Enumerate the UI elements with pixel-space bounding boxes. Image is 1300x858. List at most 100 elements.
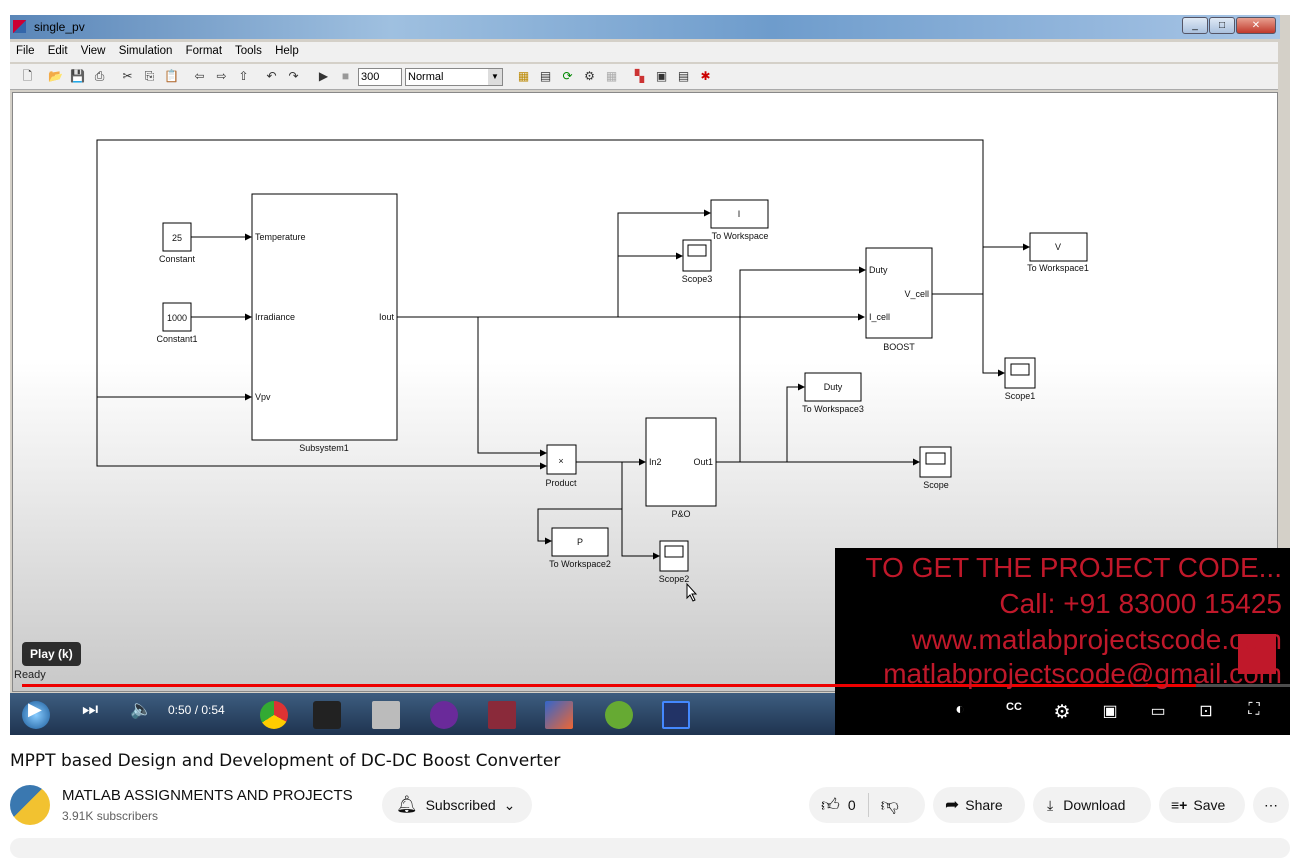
- subscribe-button[interactable]: 🔔︎ Subscribed ⌄: [382, 787, 532, 823]
- explorer-icon[interactable]: ▣: [655, 69, 668, 83]
- chip-app-icon[interactable]: [313, 701, 341, 729]
- description-box[interactable]: [10, 838, 1290, 858]
- cut-icon[interactable]: ✂: [122, 69, 133, 83]
- theater-mode-icon[interactable]: ▭: [1150, 703, 1166, 720]
- fullscreen-icon[interactable]: ⛶: [1248, 701, 1260, 718]
- minimize-button[interactable]: _: [1182, 17, 1208, 34]
- purple-app-icon[interactable]: [430, 701, 458, 729]
- like-button[interactable]: 👍︎0: [821, 787, 856, 823]
- menu-tools[interactable]: Tools: [235, 45, 262, 57]
- to-workspace3-block[interactable]: [804, 372, 862, 402]
- more-icon: ⋯: [1264, 797, 1278, 813]
- run-icon[interactable]: ▶: [318, 69, 329, 83]
- menu-format[interactable]: Format: [185, 45, 223, 57]
- channel-name[interactable]: MATLAB ASSIGNMENTS AND PROJECTS: [62, 787, 353, 804]
- subscribe-label: Subscribed: [425, 797, 496, 813]
- like-count: 0: [847, 797, 856, 813]
- maximize-button[interactable]: □: [1209, 17, 1235, 34]
- new-icon[interactable]: 🗋: [22, 69, 33, 83]
- subsystem-block[interactable]: [251, 193, 398, 441]
- time-display: 0:50 / 0:54: [168, 703, 225, 717]
- block-diagram: 25 Constant 1000 Constant1 Temperature I…: [96, 139, 1089, 602]
- start-orb-icon[interactable]: [22, 701, 50, 729]
- port-icell: I_cell: [869, 312, 890, 322]
- progress-bar[interactable]: [22, 684, 1290, 687]
- stop-icon[interactable]: ■: [341, 69, 350, 83]
- print-icon[interactable]: ⎙: [94, 69, 105, 83]
- back-icon[interactable]: ⇦: [194, 69, 205, 83]
- matlab-icon[interactable]: [545, 701, 573, 729]
- signal-lines: [96, 139, 1030, 560]
- refresh-icon[interactable]: ⟳: [562, 69, 573, 83]
- constant-block[interactable]: [162, 222, 192, 252]
- scope2-label: Scope2: [659, 574, 690, 584]
- po-block[interactable]: [645, 417, 717, 507]
- mouse-cursor-icon: [686, 582, 698, 602]
- build-icon[interactable]: ▦: [517, 69, 530, 83]
- menu-view[interactable]: View: [80, 45, 106, 57]
- simulation-mode-value: Normal: [408, 71, 444, 83]
- qr-code-icon: [1238, 634, 1276, 674]
- redo-icon[interactable]: ↷: [288, 69, 299, 83]
- to-workspace2-value: P: [577, 537, 583, 547]
- miniplayer-icon[interactable]: ▣: [1102, 703, 1118, 720]
- constant1-block[interactable]: [162, 302, 192, 332]
- settings-gear-icon[interactable]: ⚙: [1053, 702, 1071, 723]
- save-button[interactable]: ≡+Save: [1159, 787, 1245, 823]
- menu-file[interactable]: File: [16, 45, 35, 57]
- update-icon[interactable]: ▤: [539, 69, 552, 83]
- to-workspace2-block[interactable]: [551, 527, 609, 557]
- save-icon[interactable]: 💾: [70, 69, 85, 83]
- channel-avatar[interactable]: [10, 785, 50, 825]
- captions-icon[interactable]: CC: [1006, 701, 1022, 713]
- dislike-button[interactable]: 👎︎: [880, 795, 899, 815]
- cast-icon[interactable]: ⊡: [1199, 703, 1213, 720]
- paste-icon[interactable]: 📋: [164, 69, 179, 83]
- more-actions-button[interactable]: ⋯: [1253, 787, 1289, 823]
- play-icon[interactable]: ▶: [28, 699, 42, 719]
- download-button[interactable]: ⤓Download: [1033, 787, 1151, 823]
- port-out1: Out1: [693, 457, 713, 467]
- blue-app-icon[interactable]: [662, 701, 690, 729]
- up-icon[interactable]: ⇧: [238, 69, 249, 83]
- boost-label: BOOST: [883, 342, 915, 352]
- menu-edit[interactable]: Edit: [47, 45, 68, 57]
- undo-icon[interactable]: ↶: [266, 69, 277, 83]
- divider: [867, 793, 869, 817]
- chrome-icon[interactable]: [260, 701, 288, 729]
- autoplay-toggle[interactable]: ◐: [955, 701, 965, 718]
- forward-icon[interactable]: ⇨: [216, 69, 227, 83]
- chevron-down-icon: ⌄: [503, 797, 516, 813]
- subscriber-count: 3.91K subscribers: [62, 809, 159, 823]
- video-player[interactable]: single_pv _ □ ✕ File Edit View Simulatio…: [10, 15, 1290, 735]
- menu-simulation[interactable]: Simulation: [118, 45, 173, 57]
- scope-label: Scope: [923, 480, 949, 490]
- properties-icon[interactable]: ▤: [677, 69, 690, 83]
- debugger-icon[interactable]: ✱: [700, 69, 711, 83]
- window-title: single_pv: [34, 20, 85, 34]
- to-workspace-block[interactable]: [710, 199, 769, 229]
- stop-time-input[interactable]: 300: [358, 68, 402, 86]
- simulation-mode-select[interactable]: Normal▼: [405, 68, 503, 86]
- debug-icon[interactable]: ⚙: [584, 69, 595, 83]
- menu-help[interactable]: Help: [275, 45, 299, 57]
- close-button[interactable]: ✕: [1236, 17, 1276, 34]
- delta-app-icon[interactable]: [372, 701, 400, 729]
- open-icon[interactable]: 📂: [48, 69, 63, 83]
- next-icon[interactable]: ⏭: [82, 699, 99, 719]
- utorrent-icon[interactable]: [605, 701, 633, 729]
- grid-icon[interactable]: ▦: [605, 69, 618, 83]
- menu-bar: File Edit View Simulation Format Tools H…: [10, 42, 1278, 62]
- to-workspace2-label: To Workspace2: [549, 559, 611, 569]
- product-label: Product: [545, 478, 577, 488]
- overlay-line-1: TO GET THE PROJECT CODE...: [865, 552, 1282, 583]
- volume-icon[interactable]: 🔈: [130, 699, 153, 719]
- to-workspace1-block[interactable]: [1029, 232, 1088, 262]
- share-button[interactable]: ➦Share: [933, 787, 1025, 823]
- product-block[interactable]: [546, 444, 577, 475]
- scope1-block[interactable]: [1004, 357, 1036, 389]
- library-icon[interactable]: ▚: [634, 69, 645, 83]
- red-app-icon[interactable]: [488, 701, 516, 729]
- boost-block[interactable]: [865, 247, 933, 339]
- copy-icon[interactable]: ⎘: [144, 69, 155, 83]
